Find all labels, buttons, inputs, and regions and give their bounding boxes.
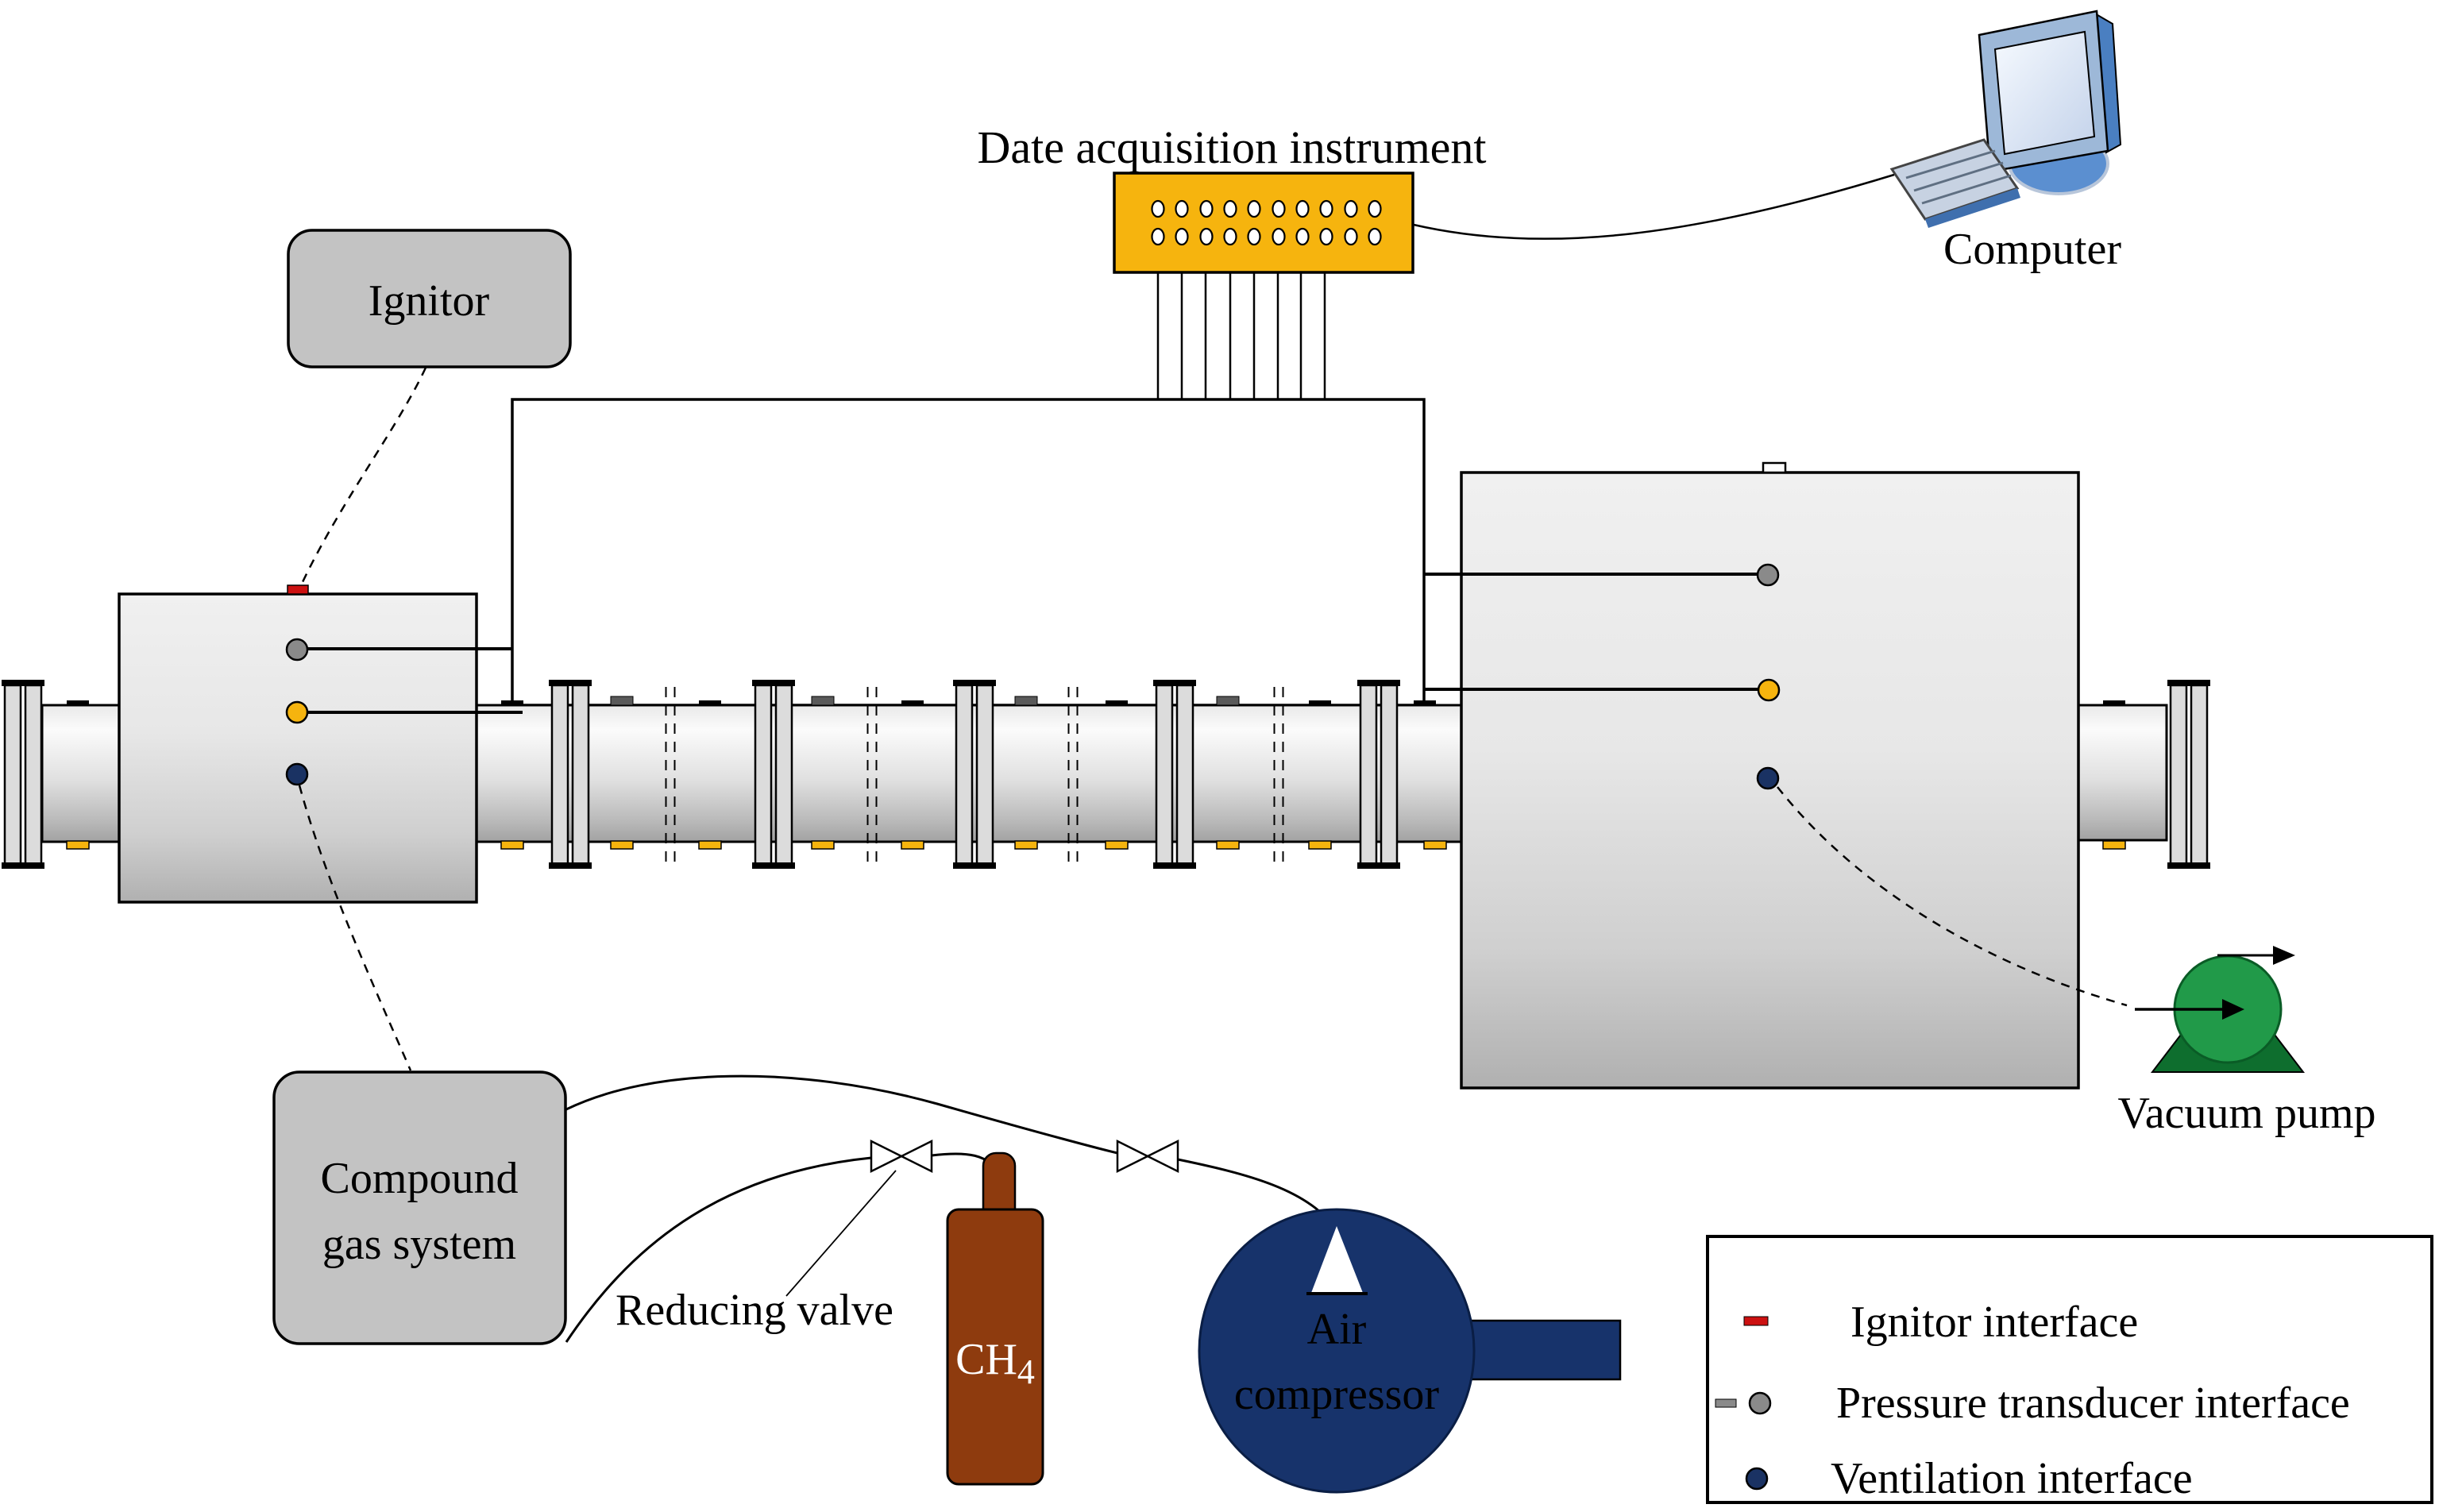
monitor-screen: [1993, 30, 2096, 156]
compound-label-line1: Compound: [321, 1154, 519, 1203]
right-pressure-transducer-interface: [1756, 563, 1780, 587]
right-end-pipe: [2077, 704, 2168, 842]
compressor-inlet-funnel: [1311, 1226, 1363, 1293]
left-pressure-transducer-interface: [285, 638, 309, 662]
left-end-pipe: [41, 704, 121, 843]
right-ventilation-line: [1777, 786, 2128, 1007]
legend-label-ignitor: Ignitor interface: [1850, 1298, 2138, 1347]
compressor-label-line2: compressor: [1234, 1370, 1440, 1419]
right-yellow-interface: [1757, 678, 1781, 702]
gas-line-to-valve: [565, 1156, 872, 1343]
compound-gas-system-box: [272, 1070, 567, 1345]
wiring-junction-box: [511, 398, 1426, 707]
ignitor-interface-tab: [287, 584, 309, 595]
pump-inlet-arrow: [2222, 999, 2244, 1020]
compressor-label-line1: Air: [1307, 1305, 1367, 1354]
computer-label: Computer: [1943, 225, 2121, 274]
sensor-wires: [1156, 271, 1326, 401]
keyboard-edge: [1925, 188, 2020, 228]
vacuum-pump-icon: [2135, 946, 2306, 1073]
pressure-interface-dot-icon: [1748, 1391, 1772, 1415]
computer-icon: [1889, 10, 2122, 228]
vacuum-pump-label: Vacuum pump: [2117, 1089, 2375, 1138]
compressor-outlet-duct: [1468, 1319, 1622, 1381]
left-yellow-interface: [285, 700, 309, 724]
air-valve-icon: [1116, 1139, 1179, 1174]
right-ventilation-interface: [1756, 766, 1780, 790]
ignitor-box: [287, 229, 572, 368]
daq-label: Date acquisition instrument: [977, 122, 1486, 173]
pump-outlet-arrow: [2273, 946, 2295, 965]
left-ventilation-interface: [285, 762, 309, 786]
ch4-cylinder: CH4: [946, 1151, 1044, 1486]
right-chamber-top-port: [1762, 461, 1787, 474]
legend: Ignitor interface Pressure transducer in…: [1706, 1235, 2433, 1504]
legend-row-ventilation: Ventilation interface: [1745, 1454, 2193, 1503]
legend-label-ventilation: Ventilation interface: [1831, 1454, 2193, 1503]
legend-row-ignitor: Ignitor interface: [1743, 1298, 2138, 1347]
compound-label-line2: gas system: [322, 1220, 516, 1269]
ventilation-interface-icon: [1745, 1467, 1769, 1491]
ignitor-label: Ignitor: [369, 276, 490, 326]
legend-label-pressure: Pressure transducer interface: [1836, 1379, 2350, 1428]
legend-box: [1706, 1235, 2433, 1504]
data-acquisition-instrument: [1113, 172, 1414, 274]
reducing-valve-label: Reducing valve: [616, 1286, 893, 1335]
ignitor-wire: [300, 367, 427, 584]
pressure-interface-dash-icon: [1715, 1398, 1737, 1408]
air-compressor: Air compressor: [1198, 1208, 1622, 1494]
daq-computer-cable: [1413, 173, 1895, 241]
left-ventilation-line: [298, 785, 412, 1071]
reducing-valve-pointer: [785, 1170, 897, 1297]
ch4-label: CH4: [955, 1335, 1035, 1391]
legend-row-pressure: Pressure transducer interface: [1715, 1379, 2350, 1428]
ignitor-interface-icon: [1743, 1316, 1769, 1326]
air-line-from-compound: [565, 1074, 1118, 1155]
reducing-valve-icon: [870, 1139, 933, 1174]
